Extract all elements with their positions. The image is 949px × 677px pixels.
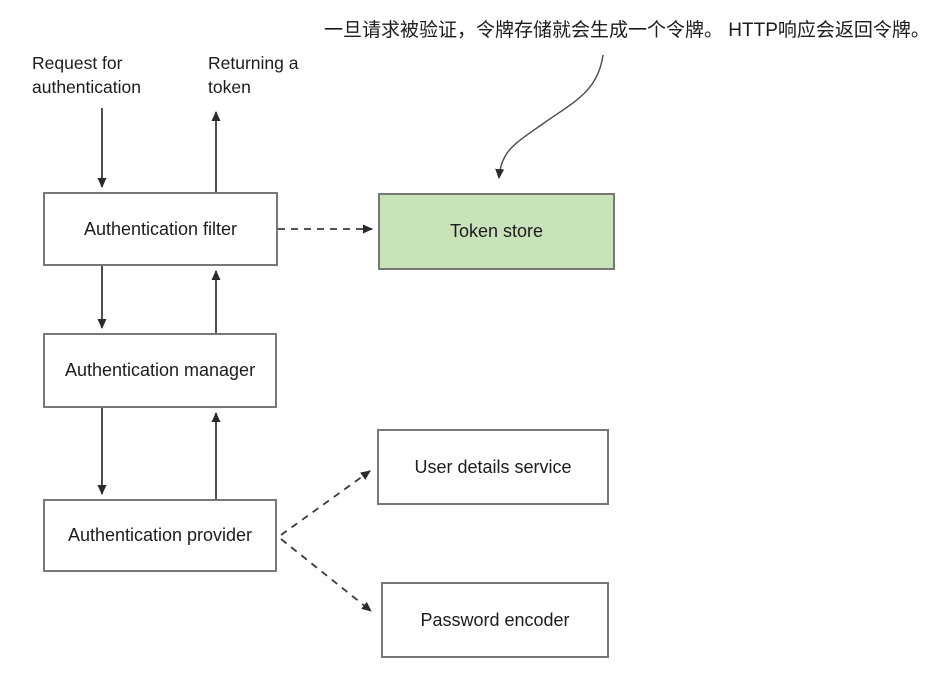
arrow-provider-to-password-encoder [280, 538, 372, 612]
label-request-for-authentication: Request for authentication [32, 53, 141, 97]
annotation-text: 一旦请求被验证，令牌存储就会生成一个令牌。 HTTP响应会返回令牌。 [324, 20, 930, 41]
node-authentication-filter: Authentication filter [43, 192, 278, 266]
node-label: User details service [414, 456, 572, 477]
node-label: Token store [449, 221, 544, 241]
arrow-annotation-to-token-store [495, 54, 604, 179]
node-label: Password encoder [420, 609, 570, 630]
node-label: Authentication manager [64, 360, 256, 380]
node-label: Authentication provider [67, 525, 253, 545]
label-returning-a-token: Returning a token [208, 53, 299, 97]
node-password-encoder: Password encoder [381, 582, 609, 658]
node-token-store: Token store [378, 193, 615, 270]
node-authentication-manager: Authentication manager [43, 333, 277, 408]
node-user-details-service: User details service [377, 429, 609, 505]
arrow-provider-to-user-details [280, 470, 371, 536]
node-authentication-provider: Authentication provider [43, 499, 277, 572]
node-label: Authentication filter [83, 218, 238, 239]
